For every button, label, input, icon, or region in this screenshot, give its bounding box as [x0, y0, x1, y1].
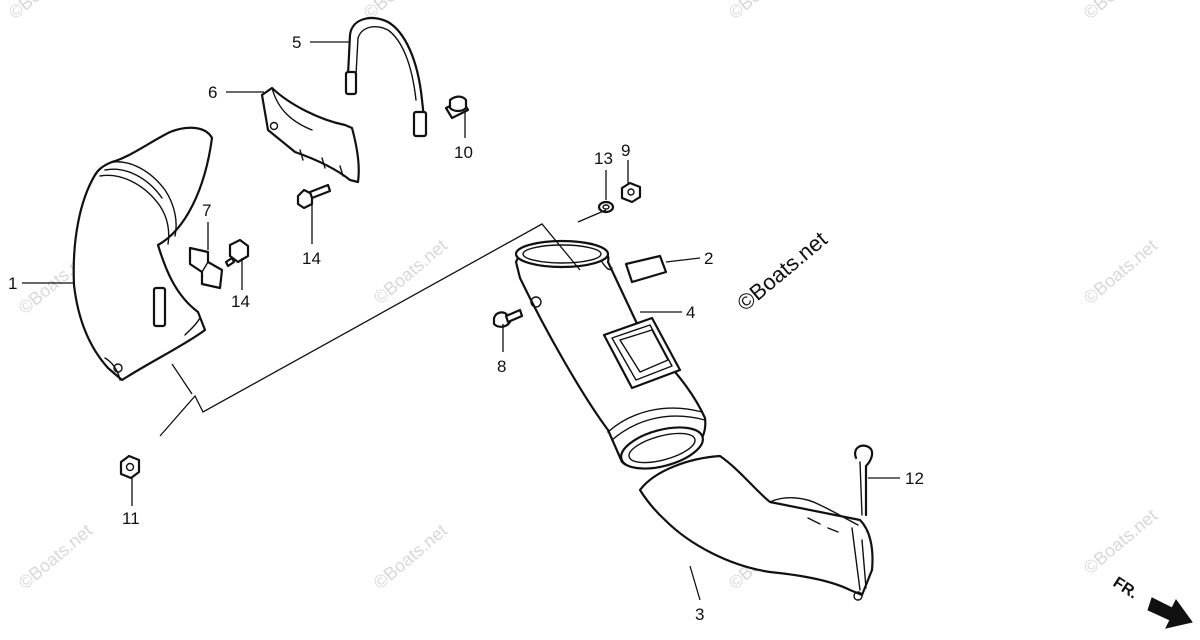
watermark: ©Boats.net [370, 520, 451, 593]
callout-14-upper: 14 [302, 249, 321, 268]
part-8-bolt [492, 308, 524, 328]
part-2-label [624, 254, 668, 284]
part-7-clip [188, 246, 224, 290]
watermark: ©Boats.net [1080, 235, 1161, 308]
part-6-bracket [260, 86, 360, 184]
watermark: ©Boats.net [15, 520, 96, 593]
callout-11: 11 [122, 509, 140, 528]
watermark: ©Boats.net [1080, 0, 1161, 23]
callout-6: 6 [208, 83, 217, 102]
watermark-main: ©Boats.net [732, 227, 832, 316]
leader-lines [22, 41, 900, 601]
callout-4: 4 [686, 303, 695, 322]
watermark: ©Boats.net [1080, 505, 1161, 578]
part-3-elbow [638, 454, 874, 601]
assembly-lines [159, 209, 607, 437]
front-label: FR. [1110, 574, 1141, 602]
callout-14-lower: 14 [231, 292, 250, 311]
watermark: ©Boats.net [725, 0, 806, 23]
part-14-bolt-upper [296, 183, 332, 210]
callouts: 1 5 6 10 7 14 14 11 13 9 2 4 8 12 3 [8, 33, 924, 624]
callout-5: 5 [292, 33, 301, 52]
part-13-washer [597, 200, 615, 214]
part-5-strap [344, 17, 428, 138]
part-11-nut [119, 454, 141, 480]
watermark: ©Boats.net [5, 0, 86, 23]
callout-2: 2 [704, 249, 713, 268]
part-12-pin [854, 444, 874, 517]
part-1-duct-elbow [72, 126, 214, 382]
callout-7: 7 [202, 201, 211, 220]
part-10-bolt [444, 95, 470, 120]
callout-12: 12 [905, 469, 924, 488]
part-14-bolt-lower [224, 238, 250, 268]
part-9-nut [620, 181, 642, 204]
callout-3: 3 [695, 605, 704, 624]
callout-13: 13 [594, 149, 613, 168]
front-direction-indicator: FR. [1110, 574, 1193, 629]
callout-8: 8 [497, 357, 506, 376]
callout-1: 1 [8, 274, 17, 293]
callout-10: 10 [454, 143, 473, 162]
part-4-tube [514, 239, 707, 470]
arrow-right-icon [1147, 597, 1193, 629]
callout-9: 9 [621, 141, 630, 160]
